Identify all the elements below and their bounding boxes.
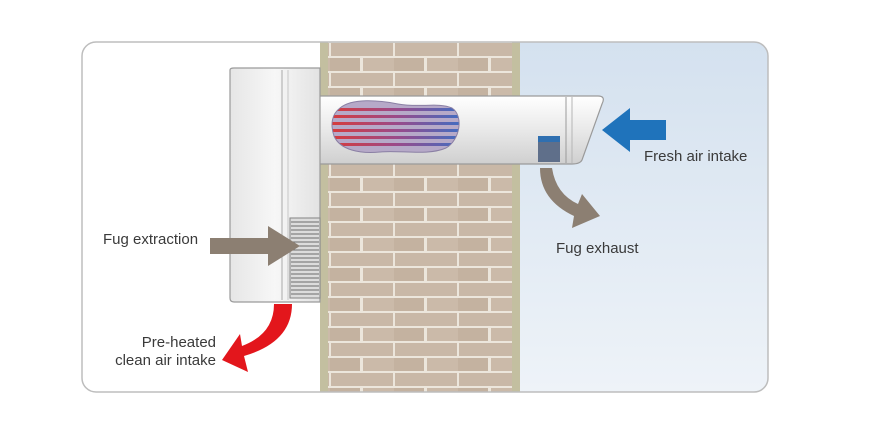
wall-outer-edge <box>512 42 520 392</box>
arrow-left-icon <box>602 108 666 152</box>
ventilation-unit <box>229 67 321 303</box>
outlet-vent <box>538 136 560 162</box>
arrow-right-icon <box>210 226 300 266</box>
frame-border <box>81 41 769 393</box>
heat-exchange-core <box>331 100 460 153</box>
curved-arrow-down-left-icon <box>222 304 292 372</box>
preheated-air-label-line1: Pre-heated <box>141 334 216 351</box>
fug-extraction-label: Fug extraction <box>103 231 199 248</box>
fug-exhaust-label: Fug exhaust <box>556 240 639 257</box>
fresh-air-intake-label: Fresh air intake <box>644 148 748 165</box>
wall-inner-edge <box>320 42 328 392</box>
preheated-air-label: Pre-heated clean air intake <box>98 334 216 370</box>
outdoor-sky <box>518 42 768 392</box>
preheated-air-label-line2: clean air intake <box>115 352 216 369</box>
curved-arrow-down-icon <box>540 168 600 228</box>
brick-wall <box>322 42 518 392</box>
intake-grille <box>289 217 321 299</box>
